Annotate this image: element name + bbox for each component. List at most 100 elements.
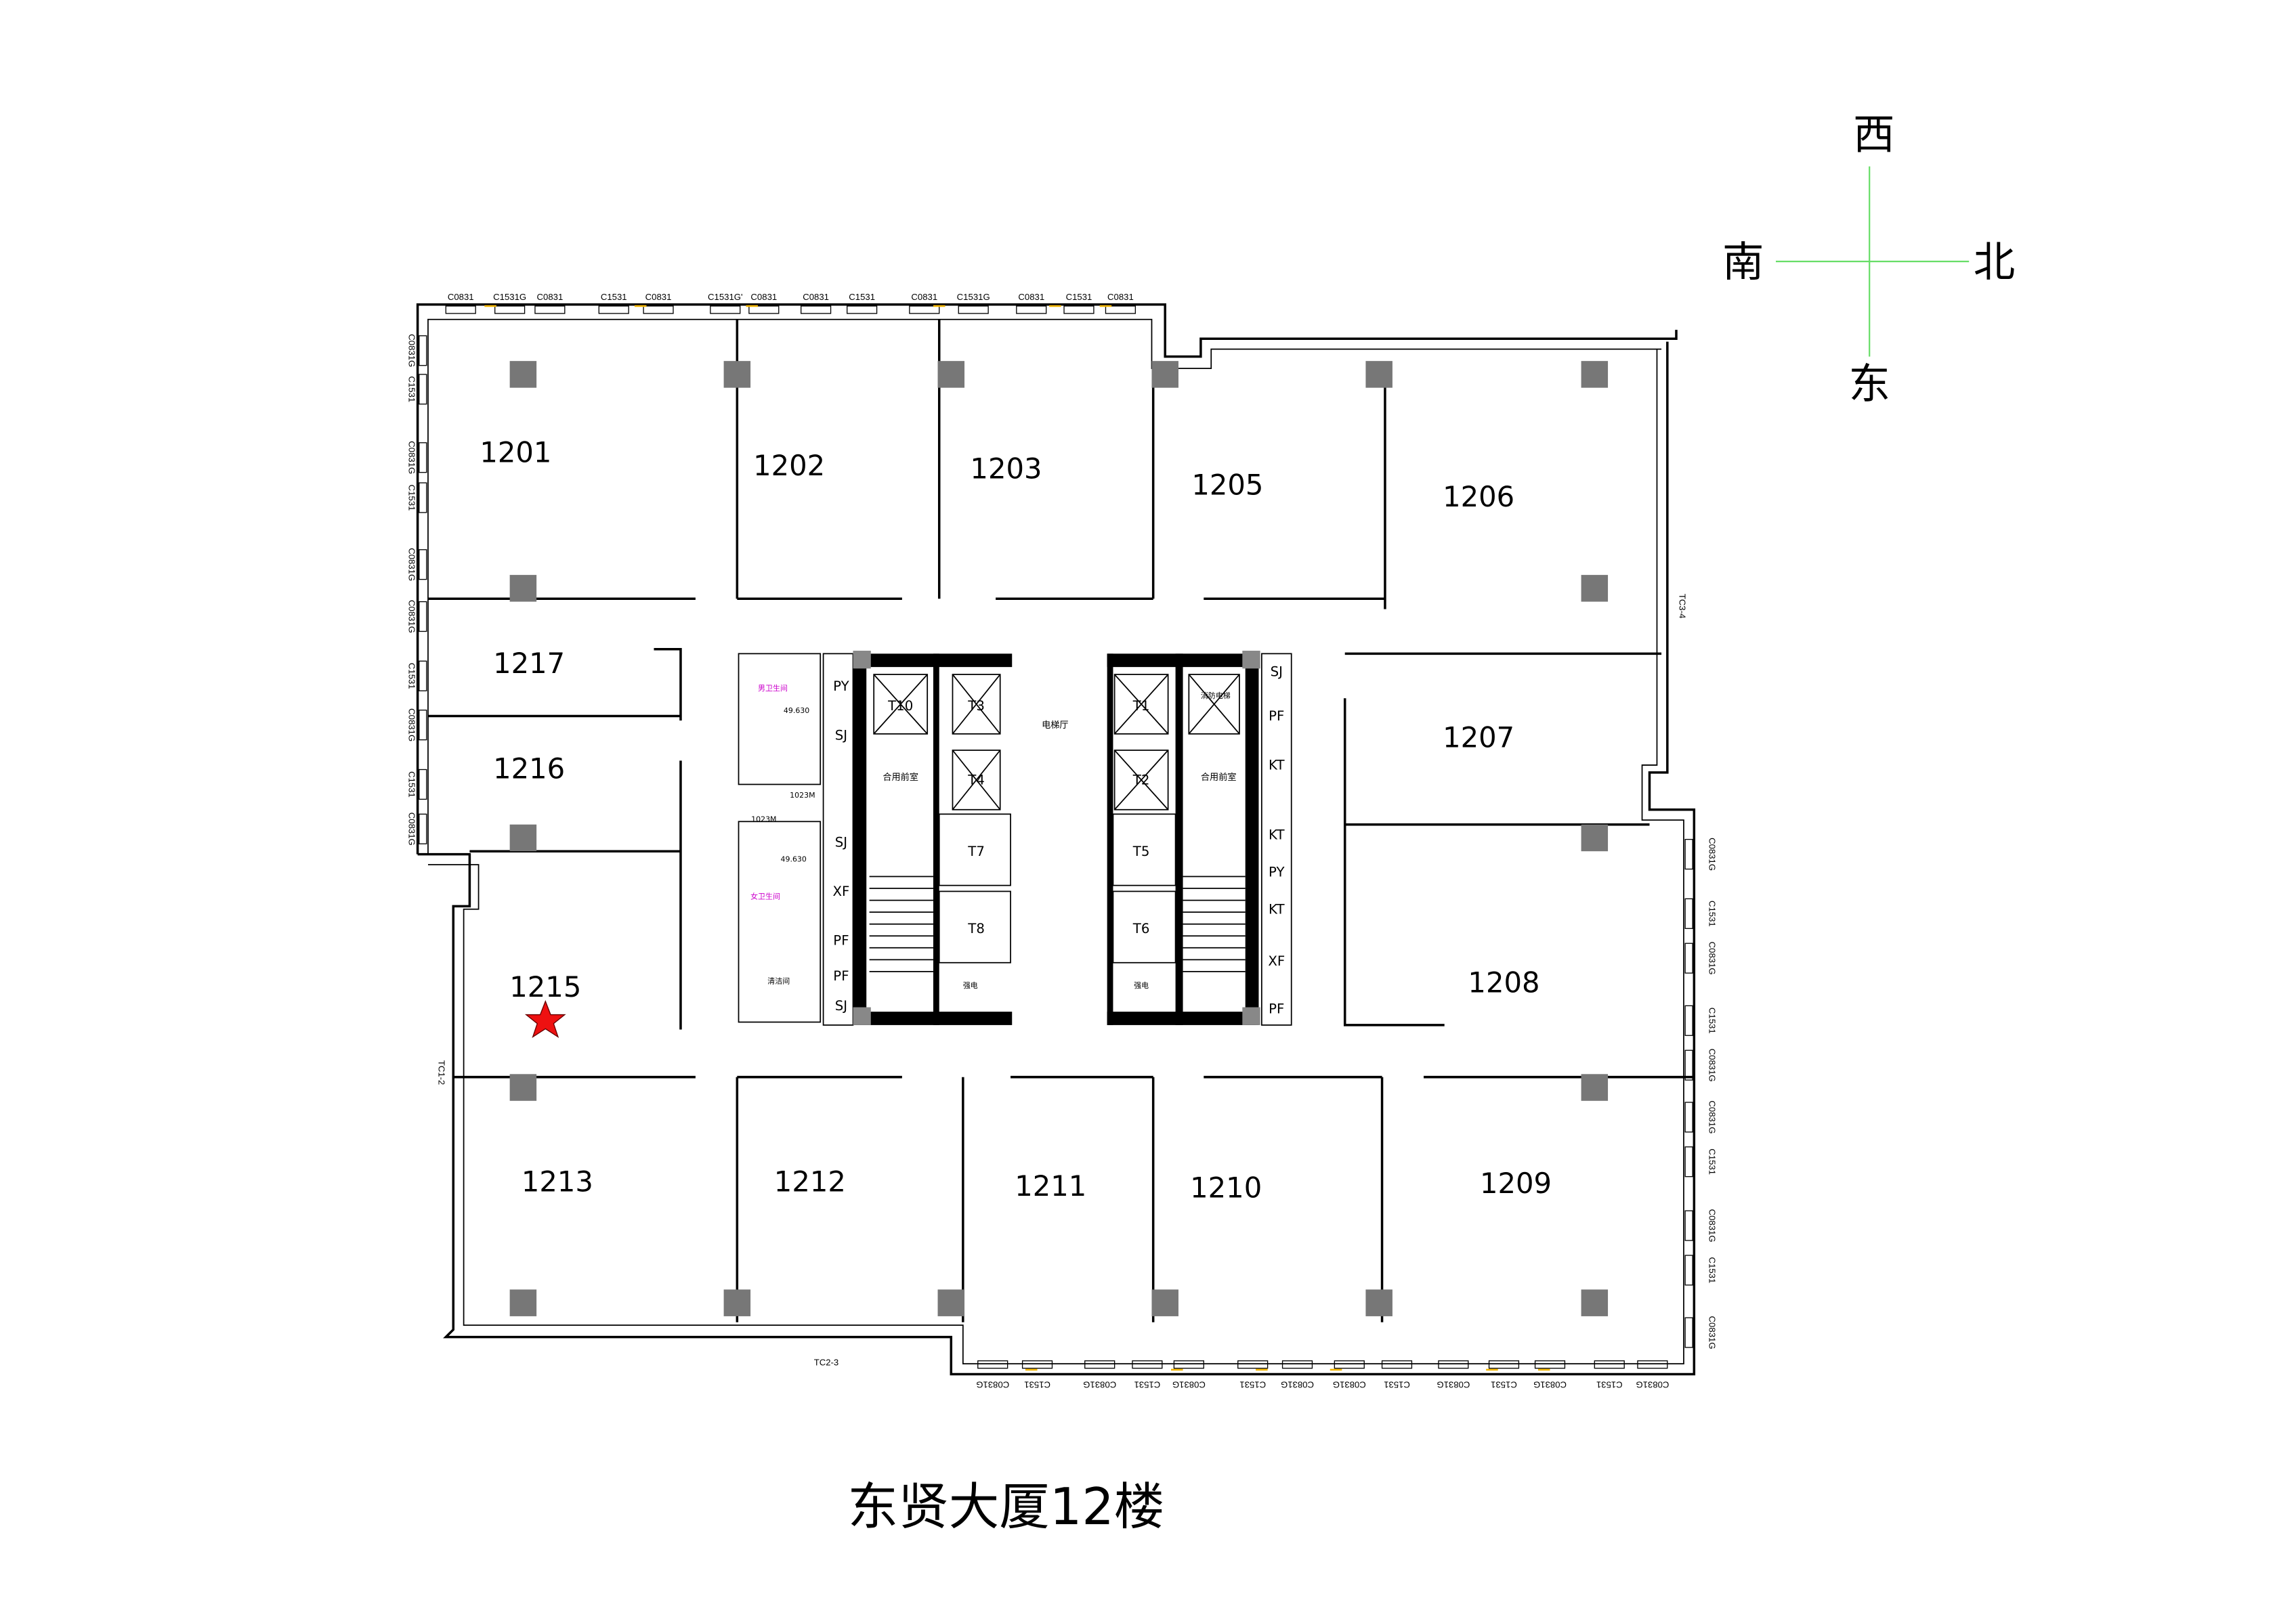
room-1205[interactable]: 1205 [1191,469,1263,502]
window-label: C1531G' [708,292,743,302]
shaft-label: KT [1269,901,1285,917]
window-label: C1531 [1707,1148,1717,1175]
anteroom-label: 合用前室 [1201,771,1237,783]
room-1201[interactable]: 1201 [480,435,551,469]
window-label: C0831G [406,708,417,741]
window-label: C0831 [645,292,672,302]
window-frames [419,305,1693,1371]
window-frame [1684,1102,1693,1133]
window-frame [748,305,780,314]
window-frame [419,335,427,366]
window-label: C0831G [1533,1379,1567,1389]
column [937,1289,965,1316]
window-frame [1381,1360,1413,1369]
window-label: C0831 [1018,292,1044,302]
elevator-label: T10 [887,698,913,714]
room-1212[interactable]: 1212 [774,1165,846,1198]
window-label: C0831G [1707,942,1717,975]
room-1213[interactable]: 1213 [522,1165,593,1198]
window-frame [977,1360,1008,1369]
room-1209[interactable]: 1209 [1480,1167,1552,1200]
room-1216[interactable]: 1216 [493,752,565,785]
window-frame [1132,1360,1163,1369]
window-frame [1021,1360,1053,1369]
room-1208[interactable]: 1208 [1468,966,1539,999]
window-frame [419,374,427,405]
window-frame [494,305,526,314]
toilet-label: 女卫生间 [750,891,780,901]
core-right: T1 T2 T5 T6 合用前室 强电 消防电梯 SJ PF KT KT PY … [1107,650,1292,1026]
room-1202[interactable]: 1202 [753,449,825,482]
curtain-wall-label: TC3-4 [1677,594,1687,619]
room-1203[interactable]: 1203 [970,452,1042,485]
elevation: 49.630 [781,855,807,864]
window-frame [1105,305,1136,314]
column [723,361,751,388]
column [723,1289,751,1316]
window-frame [1684,1255,1693,1286]
shaft-label: PY [833,678,849,694]
window-frame [643,305,674,314]
column [937,361,965,388]
window-label: C1531 [1066,292,1092,302]
door-code: 1023M [751,815,776,823]
shaft-label: PF [833,968,849,984]
window-frame [1684,898,1693,929]
window-frame [419,601,427,632]
window-label: C0831G [1437,1379,1470,1389]
window-label: C1531 [1134,1379,1161,1389]
window-frame [909,305,940,314]
curtain-wall-label: TC2-3 [814,1357,839,1367]
window-label: C1531 [1024,1379,1050,1389]
shaft-label: XF [1268,953,1285,969]
window-frame [1684,1050,1693,1081]
room-1211[interactable]: 1211 [1015,1169,1086,1203]
building-outline [416,303,1696,1376]
column [1581,1074,1609,1101]
elevator-label: T1 [1132,698,1150,714]
window-frame [1084,1360,1115,1369]
fire-elevator-label: 消防电梯 [1201,691,1231,700]
window-label: C0831G [1707,1209,1717,1242]
window-label: C0831G [406,600,417,633]
shaft-label: SJ [835,728,847,743]
column [509,1074,537,1101]
window-label: C0831G [406,441,417,474]
window-label: C0831G [406,813,417,846]
window-frame [1016,305,1047,314]
window-frame [419,660,427,691]
structural-columns [509,361,1609,1316]
window-frame [419,482,427,513]
window-label: C1531G [493,292,526,302]
room-1206[interactable]: 1206 [1443,480,1514,513]
window-frame [1534,1360,1566,1369]
window-label: C0831G [406,334,417,367]
window-frame [1594,1360,1625,1369]
room-1215[interactable]: 1215 [509,970,581,1003]
room-1210[interactable]: 1210 [1190,1171,1262,1204]
window-label: C1531 [406,485,417,511]
window-frame [801,305,832,314]
interior-partitions [427,319,1695,1322]
window-frame [847,305,878,314]
window-label: C0831G [1707,1049,1717,1082]
window-label: C0831 [911,292,937,302]
column [1365,1289,1393,1316]
room-1217[interactable]: 1217 [493,647,565,680]
elevation: 49.630 [784,706,809,715]
window-frame [419,710,427,741]
column [1581,824,1609,852]
window-label: C0831G [1707,1316,1717,1349]
window-frame [1684,943,1693,974]
core-left: PY SJ SJ XF PF PF SJ T10 T3 T4 T7 T8 合用前… [738,650,1069,1026]
column [1581,575,1609,602]
column [509,361,537,388]
window-label: C0831G [1083,1379,1116,1389]
window-label: C0831 [448,292,474,302]
elevator-label: T5 [1132,844,1150,859]
utility-label: 强电 [963,981,978,990]
window-frame [1281,1360,1313,1369]
window-label: C1531 [406,771,417,798]
room-1207[interactable]: 1207 [1443,721,1514,754]
